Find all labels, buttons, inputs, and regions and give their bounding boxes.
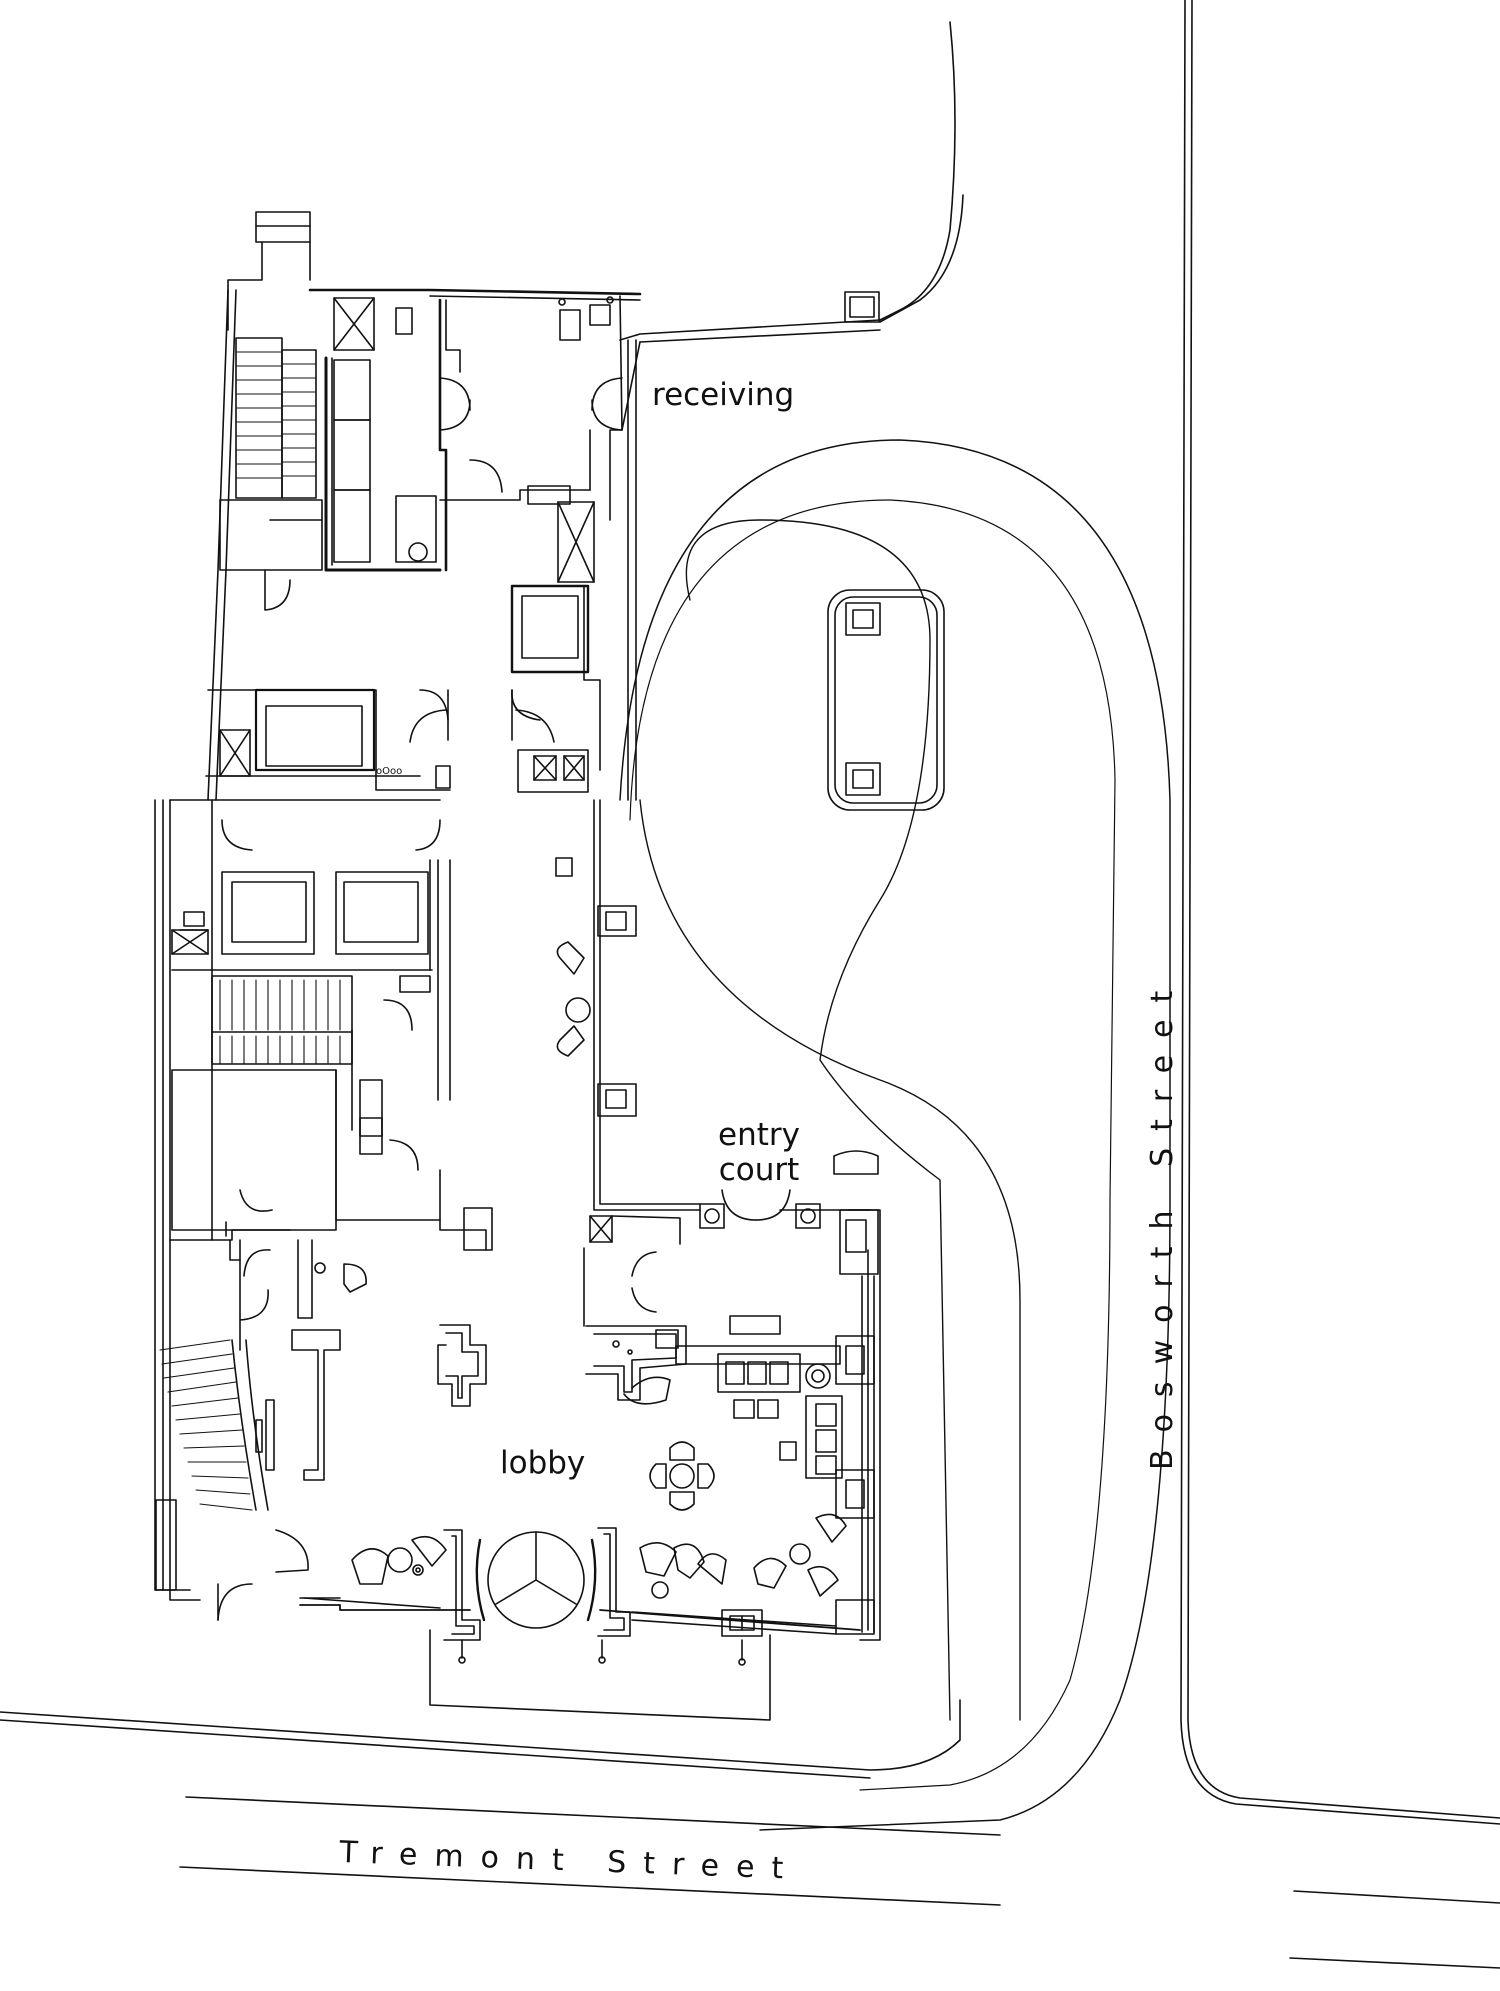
driveway-island-inner — [835, 597, 937, 803]
bosworth-lane-line-1 — [1294, 1891, 1500, 1903]
bosworth-street-label: Bosworth Street — [1145, 973, 1180, 1470]
elevator-core: oOoo — [206, 502, 600, 792]
bosworth-lane-line-2 — [1290, 1958, 1500, 1968]
driveway-outer-2 — [630, 500, 1115, 1790]
island-planter-bottom-in — [853, 770, 873, 788]
bosworth-curb-west-inner — [1181, 0, 1500, 1824]
svg-text:oOoo: oOoo — [376, 766, 402, 777]
service-road — [620, 22, 963, 342]
lobby-features — [292, 858, 878, 1665]
island-planter-top-in — [853, 610, 873, 628]
island-planter-bottom — [846, 763, 880, 795]
driveway-inner-1 — [640, 800, 1020, 1720]
tremont-curb-north-2 — [0, 1720, 870, 1778]
driveway-island — [828, 590, 944, 810]
lobby-label: lobby — [500, 1445, 586, 1481]
driveway-inner-2 — [686, 520, 950, 1720]
tremont-curb-north — [0, 1700, 960, 1770]
driveway-outer — [620, 440, 1170, 1830]
passenger-core — [170, 800, 492, 1250]
receiving-label: receiving — [652, 377, 795, 413]
tremont-curb-line-1 — [186, 1797, 1000, 1835]
bosworth-curb-west — [1188, 0, 1500, 1818]
entry-court-label: entry court — [718, 1117, 800, 1188]
service-rooms — [220, 297, 640, 610]
island-planter-top — [846, 603, 880, 635]
west-stair — [156, 1240, 308, 1620]
building-shell — [155, 212, 880, 1720]
driveway — [620, 440, 1170, 1830]
tremont-curb-line-2 — [180, 1867, 1000, 1905]
